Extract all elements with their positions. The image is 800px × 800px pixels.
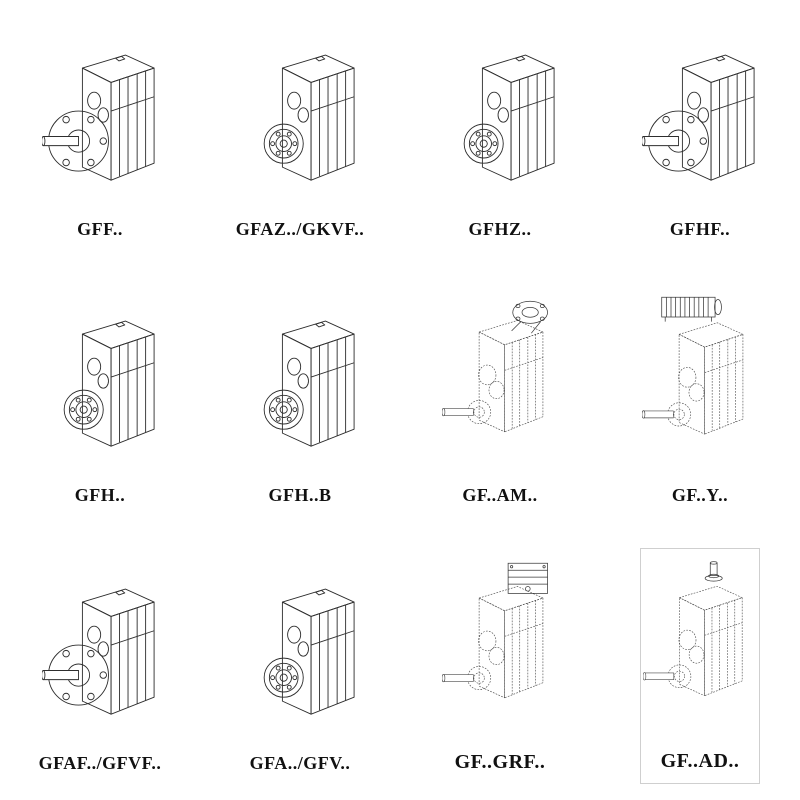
gearbox-model-label: GFAF../GFVF.. (38, 753, 162, 773)
gearbox-model-label: GFH.. (74, 485, 126, 505)
gearbox-model-label: GFH..B (268, 485, 332, 505)
gearbox-model-label: GFF.. (77, 219, 123, 239)
gearbox-dashed-terminal-box-icon (442, 521, 558, 747)
gearbox-model-label: GF..AD.. (660, 750, 740, 772)
gearbox-model-label: GFAZ../GKVF.. (235, 219, 365, 239)
catalog-cell: GF..GRF.. (440, 548, 560, 784)
gearbox-solid-front-flange-icon (42, 549, 158, 749)
catalog-cell: GFAZ../GKVF.. (236, 15, 364, 250)
catalog-cell: GFHZ.. (440, 16, 560, 250)
catalog-cell: GFH.. (40, 282, 160, 516)
catalog-cell: GFHF.. (640, 16, 760, 250)
gearbox-solid-front-flange-icon (42, 15, 158, 215)
catalog-cell: GFAF../GFVF.. (38, 548, 162, 784)
gearbox-solid-bearing-hub-icon (242, 281, 358, 481)
gearbox-solid-bearing-hub-icon (242, 549, 358, 749)
gearbox-model-label: GFHF.. (669, 219, 731, 239)
gearbox-model-label: GF..Y.. (671, 485, 729, 505)
gearbox-dashed-top-shaft-icon (643, 520, 757, 746)
gearbox-solid-bearing-hub-icon (242, 15, 358, 215)
gearbox-solid-bearing-hub-icon (442, 15, 558, 215)
gearbox-solid-front-flange-icon (642, 15, 758, 215)
gearbox-model-label: GF..GRF.. (454, 751, 546, 773)
gearbox-model-label: GF..AM.. (462, 485, 538, 505)
catalog-cell: GF..AD.. (640, 548, 760, 784)
catalog-cell: GF..Y.. (640, 282, 760, 516)
catalog-cell: GFH..B (240, 282, 360, 516)
gearbox-solid-bearing-hub-icon (42, 281, 158, 481)
gearbox-model-label: GFA../GFV.. (249, 753, 351, 773)
gearbox-dashed-motor-icon (642, 255, 758, 481)
gearbox-model-label: GFHZ.. (468, 219, 532, 239)
gearbox-dashed-top-flange-icon (442, 255, 558, 481)
catalog-cell: GF..AM.. (440, 282, 560, 516)
catalog-cell: GFF.. (40, 16, 160, 250)
catalog-cell: GFA../GFV.. (240, 548, 360, 784)
